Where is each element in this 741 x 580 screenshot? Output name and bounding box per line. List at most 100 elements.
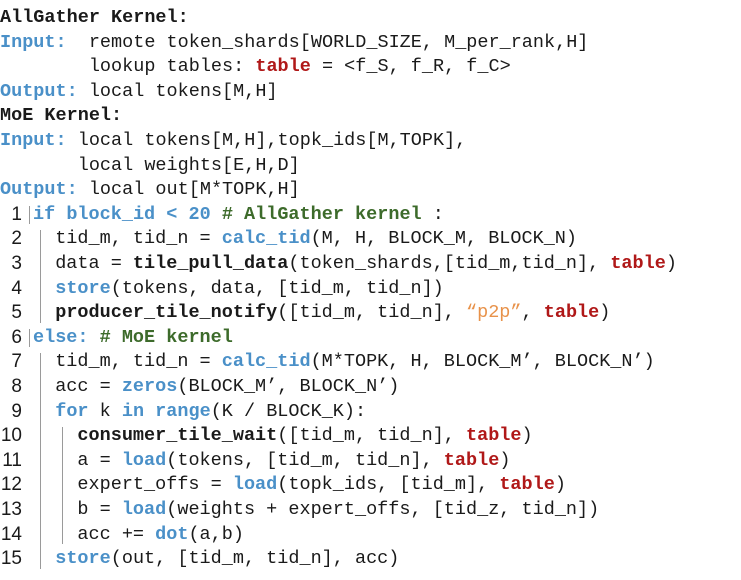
code-token: lookup tables: xyxy=(0,56,256,78)
code-text: if block_id < 20 # AllGather kernel : xyxy=(33,203,444,228)
code-token: calc_tid xyxy=(221,228,311,250)
line-number: 6 xyxy=(11,326,22,348)
code-line: 4 store(tokens, data, [tid_m, tid_n]) xyxy=(0,277,741,302)
code-token: dot xyxy=(155,523,189,545)
line-number: 5 xyxy=(11,302,22,324)
code-line: 9 for k in range(K / BLOCK_K): xyxy=(0,400,741,425)
code-token: : xyxy=(421,203,444,225)
code-token: table xyxy=(255,56,311,78)
code-token: ([tid_m, tid_n], xyxy=(277,425,466,447)
header-line: lookup tables: table = <f_S, f_R, f_C> xyxy=(0,55,741,80)
code-line: 8 acc = zeros(BLOCK_M’, BLOCK_N’) xyxy=(0,375,741,400)
code-text: data = tile_pull_data(token_shards,[tid_… xyxy=(33,252,677,277)
code-token: (out, [tid_m, tid_n], acc) xyxy=(110,548,400,570)
code-token: # MoE kernel xyxy=(99,326,233,348)
code-token: data = xyxy=(33,253,133,274)
code-token xyxy=(177,204,188,225)
code-text: a = load(tokens, [tid_m, tid_n], table) xyxy=(33,449,510,474)
code-token: = <f_S, f_R, f_C> xyxy=(310,56,511,78)
code-token: local tokens[M,H] xyxy=(77,80,278,102)
code-line: 12 expert_offs = load(topk_ids, [tid_m],… xyxy=(0,473,741,498)
code-text: expert_offs = load(topk_ids, [tid_m], ta… xyxy=(33,473,566,498)
code-token: Output: xyxy=(0,80,78,102)
code-token: ) xyxy=(521,425,533,447)
code-token: local weights[E,H,D] xyxy=(0,154,300,176)
code-token: Input: xyxy=(0,130,67,151)
line-number: 3 xyxy=(11,253,22,274)
code-token xyxy=(33,401,55,422)
code-text: else: # MoE kernel xyxy=(33,326,233,351)
code-token: (M, H, BLOCK_M, BLOCK_N) xyxy=(310,228,578,250)
line-number: 7 xyxy=(11,351,22,373)
code-line: 1 if block_id < 20 # AllGather kernel : xyxy=(0,203,741,228)
code-line: 11 a = load(tokens, [tid_m, tid_n], tabl… xyxy=(0,449,741,474)
indent-guide xyxy=(40,353,41,569)
indent-guide xyxy=(40,230,41,323)
line-number: 12 xyxy=(0,474,22,496)
code-token: (a,b) xyxy=(188,523,244,545)
line-number: 14 xyxy=(0,523,22,545)
code-token: Output: xyxy=(0,179,78,201)
code-token: ([tid_m, tid_n], xyxy=(277,302,466,324)
header-line: Output: local out[M*TOPK,H] xyxy=(0,178,741,203)
code-line: 10 consumer_tile_wait([tid_m, tid_n], ta… xyxy=(0,424,741,449)
code-token: zeros xyxy=(121,376,178,397)
code-text: Output: local tokens[M,H] xyxy=(0,80,278,105)
code-token: AllGather Kernel: xyxy=(0,7,189,28)
code-token: if xyxy=(33,203,56,225)
code-token xyxy=(33,278,55,299)
code-line: 6 else: # MoE kernel xyxy=(0,326,741,351)
code-line: 5 producer_tile_notify([tid_m, tid_n], “… xyxy=(0,301,741,326)
indent-guide xyxy=(62,427,63,545)
line-number: 9 xyxy=(11,400,22,422)
code-text: Input: local tokens[M,H],topk_ids[M,TOPK… xyxy=(0,129,466,154)
code-token: load xyxy=(121,499,167,520)
code-token: k xyxy=(88,400,122,422)
code-token xyxy=(155,204,166,225)
code-token: range xyxy=(155,400,211,422)
code-token: load xyxy=(121,449,167,471)
code-token: (token_shards,[tid_m,tid_n], xyxy=(288,253,611,274)
line-number: 15 xyxy=(0,548,22,570)
code-token: table xyxy=(443,449,500,471)
code-text: store(tokens, data, [tid_m, tid_n]) xyxy=(33,277,444,302)
code-token: producer_tile_notify xyxy=(55,302,278,324)
code-text: Output: local out[M*TOPK,H] xyxy=(0,178,300,203)
code-token: expert_offs = xyxy=(33,474,233,496)
code-token: ) xyxy=(599,302,611,324)
code-text: local weights[E,H,D] xyxy=(0,154,300,179)
code-token xyxy=(211,204,222,225)
code-line: 14 acc += dot(a,b) xyxy=(0,523,741,548)
header-line: MoE Kernel: xyxy=(0,104,741,129)
indent-guide xyxy=(29,205,30,225)
code-token: MoE Kernel: xyxy=(0,105,123,127)
code-token xyxy=(144,401,155,422)
code-text: AllGather Kernel: xyxy=(0,6,189,31)
code-line: 3 data = tile_pull_data(token_shards,[ti… xyxy=(0,252,741,277)
line-number: 8 xyxy=(11,376,22,397)
code-token: ) xyxy=(665,253,677,274)
code-token: load xyxy=(232,474,278,496)
code-token: tile_pull_data xyxy=(132,253,289,274)
code-line: 13 b = load(weights + expert_offs, [tid_… xyxy=(0,498,741,523)
line-number: 11 xyxy=(2,449,22,471)
line-number: 1 xyxy=(11,203,22,225)
code-token: acc = xyxy=(33,376,122,397)
code-text: producer_tile_notify([tid_m, tid_n], “p2… xyxy=(33,301,610,326)
code-token: b = xyxy=(33,499,122,520)
code-line: 2 tid_m, tid_n = calc_tid(M, H, BLOCK_M,… xyxy=(0,227,741,252)
code-token: (tokens, data, [tid_m, tid_n]) xyxy=(110,277,444,299)
code-token: a = xyxy=(33,449,122,471)
code-token: ) xyxy=(499,449,511,471)
code-token: calc_tid xyxy=(221,351,311,373)
code-text: tid_m, tid_n = calc_tid(M*TOPK, H, BLOCK… xyxy=(33,350,655,375)
code-token: # AllGather kernel xyxy=(221,203,422,225)
code-token: < xyxy=(166,203,178,225)
header-line: local weights[E,H,D] xyxy=(0,154,741,179)
code-token: (topk_ids, [tid_m], xyxy=(277,474,500,496)
code-token: consumer_tile_wait xyxy=(77,425,278,447)
code-text: lookup tables: table = <f_S, f_R, f_C> xyxy=(0,55,511,80)
code-token xyxy=(89,327,100,348)
code-token: 20 xyxy=(188,203,211,225)
